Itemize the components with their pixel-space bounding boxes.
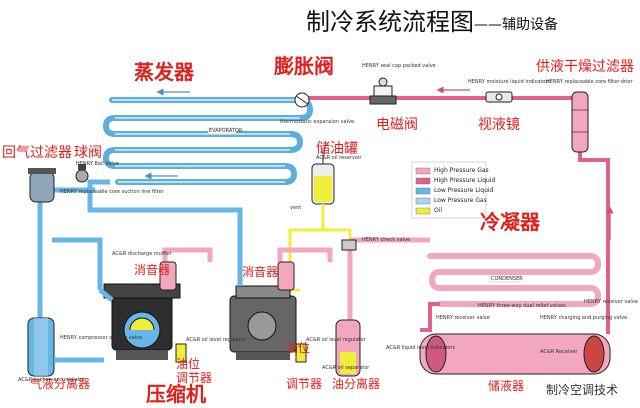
sight-glass [485, 91, 513, 103]
tag-henry-ball: HENRY Ball Valve [76, 161, 119, 167]
flow-arrows [144, 88, 190, 180]
tag-condenser: CONDENSER [491, 276, 523, 282]
legend-label: Low Pressure Liquid [434, 187, 494, 194]
liquid-line-arrows [436, 86, 614, 240]
evaporator-label-box [207, 127, 237, 135]
tag-acr-level-1: AC&R oil level regulator [186, 337, 246, 343]
filter-drier [571, 91, 589, 153]
tag-henry-drier: HENRY replaceable core filter-drier [546, 79, 633, 85]
label-muffler-2: 消音器 [242, 265, 279, 279]
tag-acr-receiver: AC&R Receiver [540, 349, 578, 355]
label-oil-regulator-2a: 油位 [286, 341, 311, 355]
condenser-coil [427, 253, 602, 307]
tag-henry-suction: HENRY replaceable core suction line filt… [60, 189, 164, 195]
legend-label: High Pressure Gas [434, 167, 489, 174]
tag-acr-accumulator: AC&R suction accumulator [18, 377, 85, 383]
oil-separator [335, 319, 361, 377]
label-oil-reservoir: 储油罐 [316, 141, 358, 157]
tag-acr-liquid: AC&R liquid level indicators [386, 345, 456, 351]
oil-reservoir [311, 150, 335, 205]
label-ball-valve: 球阀 [74, 145, 102, 161]
legend-swatch [415, 197, 431, 205]
watermark-text: 制冷空调技术 [546, 383, 619, 397]
tag-henry-receiver-r: HENRY receiver valve [584, 299, 638, 305]
tag-evaporator: EVAPORATOR [209, 128, 243, 134]
tag-henry-compressor: HENRY compressor service valve [60, 335, 143, 341]
label-oil-regulator-2b: 调节器 [286, 377, 323, 391]
label-accumulator: 气液分离器 [30, 377, 91, 391]
label-receiver: 储液器 [488, 379, 525, 393]
compressor-1 [103, 283, 181, 360]
check-valve [341, 239, 357, 251]
tag-henry-relief: HENRY three-way dual relief valves [478, 303, 566, 309]
receiver-tank [419, 333, 611, 375]
label-suction-filter: 回气过滤器 [2, 145, 72, 161]
tag-henry-charging: HENRY charging and purging valve [540, 315, 628, 321]
legend-swatches [415, 167, 431, 215]
tag-thermo-valve: thermostatic expansion valve [280, 119, 355, 125]
suction-accumulator [27, 317, 55, 377]
label-expansion-valve: 膨胀阀 [274, 54, 334, 78]
label-condenser: 冷凝器 [480, 210, 540, 234]
ball-valve [75, 164, 89, 183]
tag-henry-sealcap: HENRY seal cap packed valve [362, 63, 436, 69]
tag-acr-level-2: AC&R oil level regulator [306, 337, 366, 343]
tag-acr-reservoir: AC&R oil reservoir [316, 155, 362, 161]
label-sight-glass: 视液镜 [478, 117, 520, 133]
compressor-2 [229, 285, 297, 360]
label-drier: 供液干燥过滤器 [536, 59, 634, 75]
legend-swatch [415, 207, 431, 215]
tag-henry-indicator: HENRY moisture liquid indicators [468, 79, 551, 85]
tag-vent: vent [290, 205, 302, 211]
label-compressor: 压缩机 [146, 382, 206, 406]
tag-acr-separator: AC&R oil separator [322, 365, 370, 371]
oil-level-regulator-1 [175, 343, 187, 363]
page-subtitle: ——辅助设备 [474, 17, 558, 33]
evaporator-coil [102, 97, 314, 185]
tag-acr-muffler: AC&R discharge muffler [112, 251, 172, 257]
expansion-valve [294, 92, 310, 108]
label-oil-regulator-1b: 调节器 [176, 371, 213, 385]
discharge-muffler-2 [277, 261, 295, 291]
legend-label: Oil [434, 207, 443, 214]
label-solenoid: 电磁阀 [376, 117, 418, 133]
legend-label: Low Pressure Gas [434, 197, 487, 204]
legend-swatch [415, 177, 431, 185]
legend-label: High Pressure Liquid [434, 177, 496, 184]
tag-henry-check: HENRY check valve [362, 237, 411, 243]
legend-swatch [415, 167, 431, 175]
discharge-muffler-1 [159, 261, 177, 291]
legend-swatch [415, 187, 431, 195]
suction-filter [28, 168, 56, 203]
tag-henry-receiver-valve: HENRY receiver valve [436, 315, 490, 321]
condenser-label-box [489, 275, 521, 283]
page-title: 制冷系统流程图 [306, 8, 474, 36]
label-oil-regulator-1a: 油位 [176, 357, 201, 371]
label-muffler-1: 消音器 [134, 263, 171, 277]
label-separator: 油分离器 [332, 377, 381, 391]
oil-level-regulator-2 [295, 343, 307, 363]
label-evaporator: 蒸发器 [134, 60, 194, 84]
solenoid-valve [369, 77, 397, 105]
